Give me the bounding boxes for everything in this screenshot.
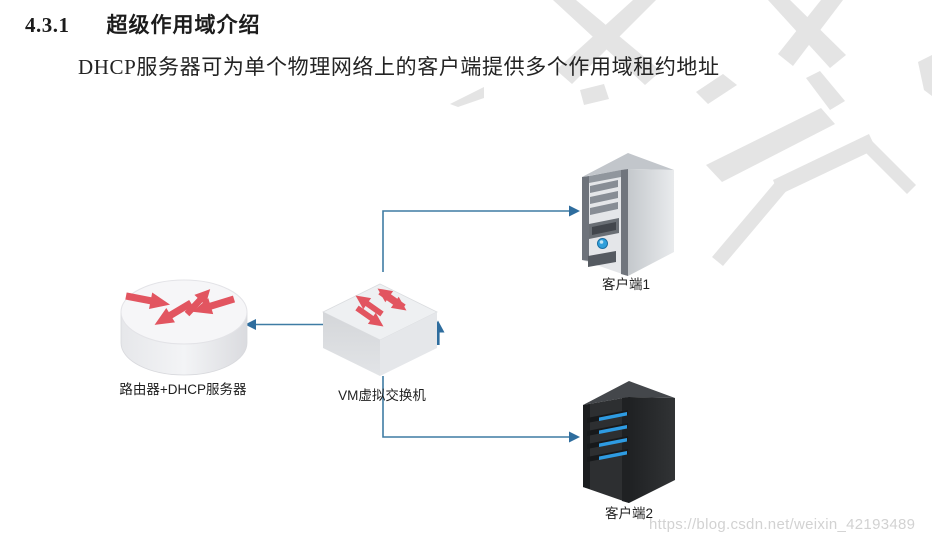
connector-lines [249, 210, 571, 438]
client1-top-bezel [589, 170, 621, 183]
client2-side-face [629, 397, 675, 503]
client1-left-strip [582, 176, 589, 261]
router-cylinder-top [120, 279, 248, 345]
client2-left-strip [583, 404, 590, 489]
client1-vents [590, 180, 618, 215]
client1-power-glint [599, 240, 604, 244]
client1-top-face [582, 153, 674, 177]
switch-right-face [380, 312, 437, 376]
switch-label: VM虚拟交换机 [338, 388, 426, 403]
client2-label: 客户端2 [604, 506, 653, 521]
client1-drive-slot [592, 222, 616, 235]
client2-front-face [583, 397, 629, 503]
section-title: 超级作用域介绍 [106, 13, 261, 37]
body-paragraph: DHCP服务器可为单个物理网络上的客户端提供多个作用域租约地址 [78, 55, 720, 79]
client1-side-face [628, 169, 674, 276]
router-dhcp-server-icon [120, 279, 248, 376]
client1-bottom-vent [588, 251, 616, 267]
client1-label: 客户端1 [601, 277, 650, 292]
switch-left-face [323, 312, 380, 376]
client1-power-button-icon [597, 238, 608, 249]
vm-virtual-switch-icon [322, 282, 438, 376]
section-number: 4.3.1 [25, 13, 70, 37]
connector-switch-to-client2 [382, 376, 571, 438]
arrowhead-to-router-icon [245, 319, 256, 330]
client2-top-face [583, 381, 675, 405]
client1-right-strip [621, 169, 628, 276]
client1-tower-icon [582, 153, 674, 276]
csdn-url-watermark: https://blog.csdn.net/weixin_42193489 [649, 516, 916, 533]
section-heading: 4.3.1 超级作用域介绍 [25, 9, 261, 39]
arrowhead-to-client2-icon [569, 431, 580, 443]
watermark-strokes [450, 0, 932, 266]
client2-tower-icon [583, 381, 675, 503]
arrowhead-to-client1-icon [569, 205, 580, 217]
connector-switch-to-client1 [382, 210, 571, 272]
router-label: 路由器+DHCP服务器 [119, 382, 247, 397]
client2-led-stripes [599, 412, 627, 460]
